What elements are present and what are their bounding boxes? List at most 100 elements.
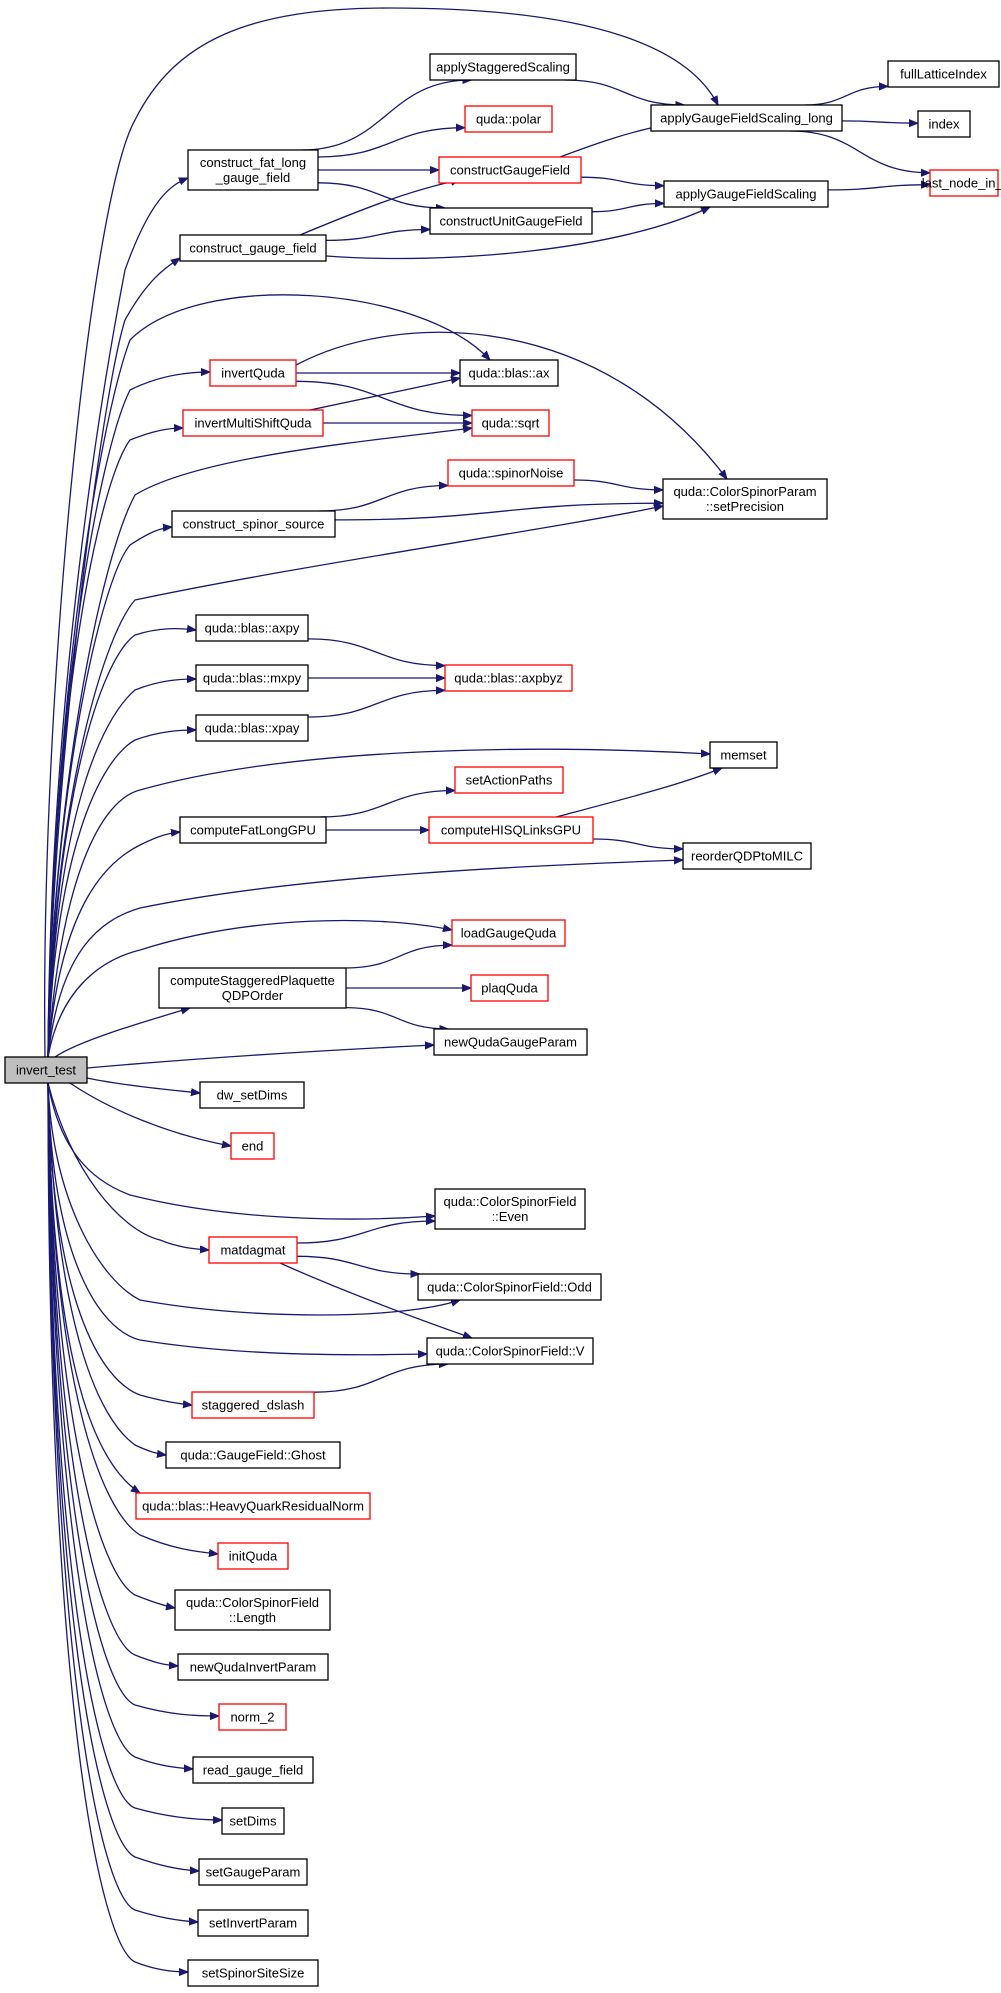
node-construct_fat_long_gauge_field[interactable]: construct_fat_long_gauge_field: [187, 149, 319, 191]
node-box: [179, 816, 327, 844]
node-construct_gauge_field[interactable]: construct_gauge_field: [179, 234, 327, 262]
node-setGaugeParam[interactable]: setGaugeParam: [198, 1858, 308, 1886]
node-dw_setDims[interactable]: dw_setDims: [199, 1081, 305, 1109]
node-memset[interactable]: memset: [709, 741, 778, 769]
node-csf_length[interactable]: quda::ColorSpinorField::Length: [174, 1589, 331, 1631]
edge-quda_blas_xpay-to-quda_blas_axpbyz: [307, 690, 445, 718]
node-setInvertParam[interactable]: setInvertParam: [197, 1909, 309, 1937]
node-label: loadGaugeQuda: [461, 926, 557, 941]
node-norm_2[interactable]: norm_2: [218, 1703, 287, 1731]
node-quda_blas_mxpy[interactable]: quda::blas::mxpy: [195, 664, 309, 692]
node-quda_spinorNoise[interactable]: quda::spinorNoise: [447, 459, 575, 487]
node-box: [459, 359, 559, 387]
node-setSpinorSiteSize[interactable]: setSpinorSiteSize: [187, 1959, 319, 1987]
node-csf_v[interactable]: quda::ColorSpinorField::V: [426, 1337, 594, 1365]
node-constructGaugeField[interactable]: constructGaugeField: [438, 156, 582, 184]
node-newQudaGaugeParam[interactable]: newQudaGaugeParam: [433, 1028, 588, 1056]
node-loadGaugeQuda[interactable]: loadGaugeQuda: [451, 919, 566, 947]
node-csf_odd[interactable]: quda::ColorSpinorField::Odd: [417, 1273, 602, 1301]
node-label: newQudaInvertParam: [190, 1660, 316, 1675]
node-initQuda[interactable]: initQuda: [217, 1542, 289, 1570]
edge-quda_spinorNoise-to-setPrecision: [573, 479, 663, 490]
edge-invertMultiShiftQuda-to-quda_blas_ax: [309, 378, 460, 411]
node-box: [444, 664, 573, 692]
node-box: [208, 1236, 298, 1264]
node-label: quda::blas::xpay: [205, 721, 300, 736]
node-read_gauge_field[interactable]: read_gauge_field: [192, 1756, 314, 1784]
node-construct_spinor_source[interactable]: construct_spinor_source: [171, 510, 336, 538]
node-label: last_node_in_t: [922, 176, 1001, 191]
node-label: invertMultiShiftQuda: [194, 416, 312, 431]
node-quda_blas_ax[interactable]: quda::blas::ax: [459, 359, 559, 387]
node-label: initQuda: [229, 1549, 278, 1564]
node-applyGaugeFieldScaling_long[interactable]: applyGaugeFieldScaling_long: [650, 104, 843, 132]
node-constructUnitGaugeField[interactable]: constructUnitGaugeField: [429, 207, 593, 235]
node-label: ::setPrecision: [706, 499, 784, 514]
edge-invert_test-to-quda_blas_axpy: [47, 629, 196, 1058]
node-label: computeHISQLinksGPU: [441, 823, 581, 838]
node-invertMultiShiftQuda[interactable]: invertMultiShiftQuda: [182, 409, 324, 437]
node-plaqQuda[interactable]: plaqQuda: [470, 974, 549, 1002]
node-quda_blas_xpay[interactable]: quda::blas::xpay: [195, 714, 309, 742]
edge-invert_test-to-computeFatLongGPU: [47, 832, 180, 1058]
node-box: [195, 614, 309, 642]
node-label: staggered_dslash: [202, 1398, 305, 1413]
edge-construct_spinor_source-to-setPrecision: [334, 503, 663, 521]
node-setDims[interactable]: setDims: [221, 1807, 285, 1835]
node-quda_blas_axpbyz[interactable]: quda::blas::axpbyz: [444, 664, 573, 692]
node-applyGaugeFieldScaling[interactable]: applyGaugeFieldScaling: [663, 180, 829, 208]
node-box: [187, 149, 319, 191]
node-reorderQDPtoMILC[interactable]: reorderQDPtoMILC: [682, 842, 812, 870]
node-staggered_dslash[interactable]: staggered_dslash: [191, 1391, 315, 1419]
node-box: [470, 974, 549, 1002]
node-box: [218, 1703, 287, 1731]
edge-applyGaugeFieldScaling_long-to-fullLatticeIndex: [804, 86, 888, 106]
node-box: [195, 664, 309, 692]
node-applyStaggeredScaling[interactable]: applyStaggeredScaling: [429, 53, 577, 81]
node-end[interactable]: end: [230, 1132, 275, 1160]
node-label: computeFatLongGPU: [190, 823, 316, 838]
node-label: QDPOrder: [222, 988, 284, 1003]
node-box: [650, 104, 843, 132]
edge-construct_gauge_field-to-applyGaugeFieldScaling: [325, 206, 710, 260]
node-newQudaInvertParam[interactable]: newQudaInvertParam: [177, 1653, 329, 1681]
node-computeHISQLinksGPU[interactable]: computeHISQLinksGPU: [428, 816, 594, 844]
node-label: constructUnitGaugeField: [439, 214, 582, 229]
node-label: norm_2: [230, 1710, 274, 1725]
edge-construct_gauge_field-to-constructUnitGaugeField: [325, 230, 430, 242]
node-label: end: [242, 1139, 264, 1154]
node-box: [209, 359, 297, 387]
edge-invert_test-to-quda_blas_xpay: [47, 730, 196, 1058]
node-box: [438, 156, 582, 184]
node-label: quda::ColorSpinorParam: [673, 484, 816, 499]
node-setActionPaths[interactable]: setActionPaths: [454, 766, 564, 794]
node-computeFatLongGPU[interactable]: computeFatLongGPU: [179, 816, 327, 844]
node-csf_even[interactable]: quda::ColorSpinorField::Even: [434, 1188, 586, 1230]
edge-computeStaggeredPlaquetteQDPOrder-to-loadGaugeQuda: [345, 945, 452, 969]
node-invertQuda[interactable]: invertQuda: [209, 359, 297, 387]
node-hqrn[interactable]: quda::blas::HeavyQuarkResidualNorm: [135, 1492, 371, 1520]
node-label: memset: [720, 748, 767, 763]
edge-invert_test-to-construct_fat_long_gauge_field: [47, 177, 188, 1058]
node-box: [135, 1492, 371, 1520]
node-quda_polar[interactable]: quda::polar: [464, 105, 553, 133]
node-invert_test[interactable]: invert_test: [4, 1056, 88, 1084]
node-box: [433, 1028, 588, 1056]
node-quda_sqrt[interactable]: quda::sqrt: [471, 409, 550, 437]
node-label: quda::blas::axpbyz: [454, 671, 562, 686]
node-box: [191, 1391, 315, 1419]
edge-construct_fat_long_gauge_field-to-quda_polar: [317, 128, 465, 158]
edge-computeHISQLinksGPU-to-reorderQDPtoMILC: [592, 838, 683, 849]
node-gauge_ghost[interactable]: quda::GaugeField::Ghost: [165, 1441, 341, 1469]
node-fullLatticeIndex[interactable]: fullLatticeIndex: [887, 60, 1000, 88]
node-box: [199, 1081, 305, 1109]
node-setPrecision[interactable]: quda::ColorSpinorParam::setPrecision: [662, 478, 828, 520]
edge-applyGaugeFieldScaling_long-to-index: [841, 121, 918, 123]
node-matdagmat[interactable]: matdagmat: [208, 1236, 298, 1264]
node-last_node_in_t[interactable]: last_node_in_t: [922, 169, 1001, 197]
node-box: [917, 110, 971, 138]
node-quda_blas_axpy[interactable]: quda::blas::axpy: [195, 614, 309, 642]
edge-invert_test-to-construct_spinor_source: [47, 527, 172, 1058]
node-index[interactable]: index: [917, 110, 971, 138]
